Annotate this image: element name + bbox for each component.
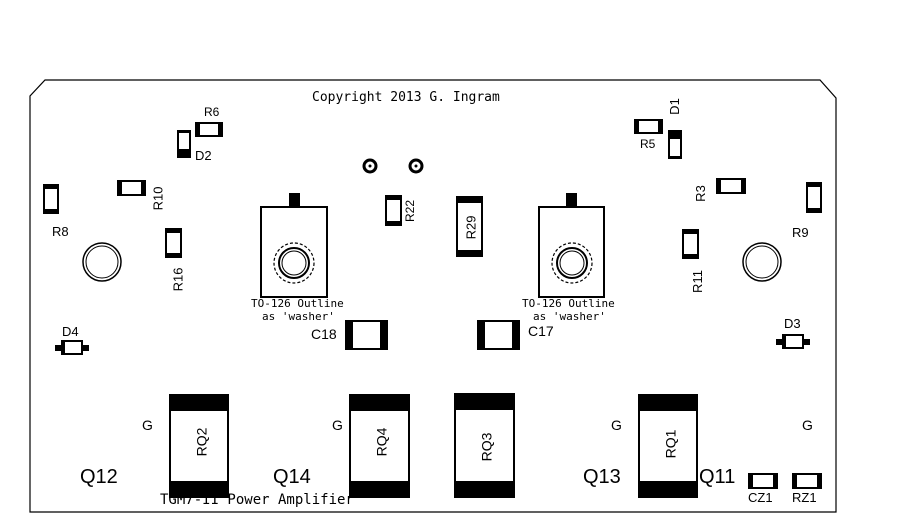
capacitor-c18	[345, 320, 388, 350]
resistor-rq3	[454, 393, 515, 498]
gate-label-q14: G	[332, 417, 343, 433]
label-r29: R29	[463, 215, 479, 240]
to126-package-left	[260, 206, 328, 298]
board-title: TGM7-II Power Amplifier	[160, 492, 354, 508]
resistor-r8	[43, 184, 59, 214]
gate-label-q13: G	[611, 417, 622, 433]
label-d2: D2	[195, 148, 212, 163]
label-r11: R11	[689, 270, 705, 293]
resistor-r22	[385, 195, 402, 226]
outline-note-left-line1: TO-126 Outline	[251, 297, 344, 310]
label-q14: Q14	[273, 466, 311, 488]
outline-note-right-line1: TO-126 Outline	[522, 297, 615, 310]
label-rq4: RQ4	[373, 427, 390, 457]
label-d3: D3	[784, 316, 801, 331]
label-c17: C17	[528, 323, 554, 339]
diode-d4	[61, 340, 83, 355]
label-d4: D4	[62, 324, 79, 339]
label-rq1: RQ1	[662, 429, 679, 459]
resistor-r11	[682, 229, 699, 259]
outline-note-left-line2: as 'washer'	[262, 310, 335, 323]
mounting-hole-right	[742, 242, 782, 282]
diode-d2	[177, 130, 191, 158]
label-r16: R16	[170, 267, 186, 292]
resistor-r5	[634, 119, 663, 134]
label-rq2: RQ2	[193, 427, 210, 457]
capacitor-c17	[477, 320, 520, 350]
label-r5: R5	[640, 137, 656, 151]
to126-tab-right	[566, 193, 577, 208]
outline-note-right-line2: as 'washer'	[533, 310, 606, 323]
label-r9: R9	[792, 225, 809, 240]
label-rq3: RQ3	[478, 432, 495, 462]
to126-package-right	[538, 206, 605, 298]
resistor-rq4	[349, 394, 410, 498]
label-cz1: CZ1	[748, 490, 773, 505]
resistor-r3	[716, 178, 746, 194]
resistor-r16	[165, 228, 182, 258]
capacitor-cz1	[748, 473, 778, 489]
resistor-rq1	[638, 394, 698, 498]
label-q13: Q13	[583, 466, 621, 488]
label-r8: R8	[52, 224, 69, 239]
label-r10: R10	[150, 186, 166, 211]
resistor-r10	[117, 180, 146, 196]
to126-tab-left	[289, 193, 300, 208]
copyright-text: Copyright 2013 G. Ingram	[312, 90, 500, 105]
diode-d1	[668, 130, 682, 159]
label-q12: Q12	[80, 466, 118, 488]
gate-label-q11: G	[802, 417, 813, 433]
diode-d3	[782, 334, 804, 349]
label-r3: R3	[692, 185, 708, 202]
label-c18: C18	[311, 326, 337, 342]
gate-label-q12: G	[142, 417, 153, 433]
via-pad-right	[408, 158, 424, 174]
label-rz1: RZ1	[792, 490, 817, 505]
resistor-rz1	[792, 473, 822, 489]
resistor-r9	[806, 182, 822, 213]
via-pad-left	[362, 158, 378, 174]
mounting-hole-left	[82, 242, 122, 282]
label-r22: R22	[403, 199, 418, 223]
label-r6: R6	[204, 105, 220, 119]
resistor-r29	[456, 196, 483, 257]
label-q11: Q11	[699, 466, 736, 488]
resistor-rq2	[169, 394, 229, 498]
resistor-r6	[195, 122, 223, 137]
label-d1: D1	[666, 98, 682, 115]
